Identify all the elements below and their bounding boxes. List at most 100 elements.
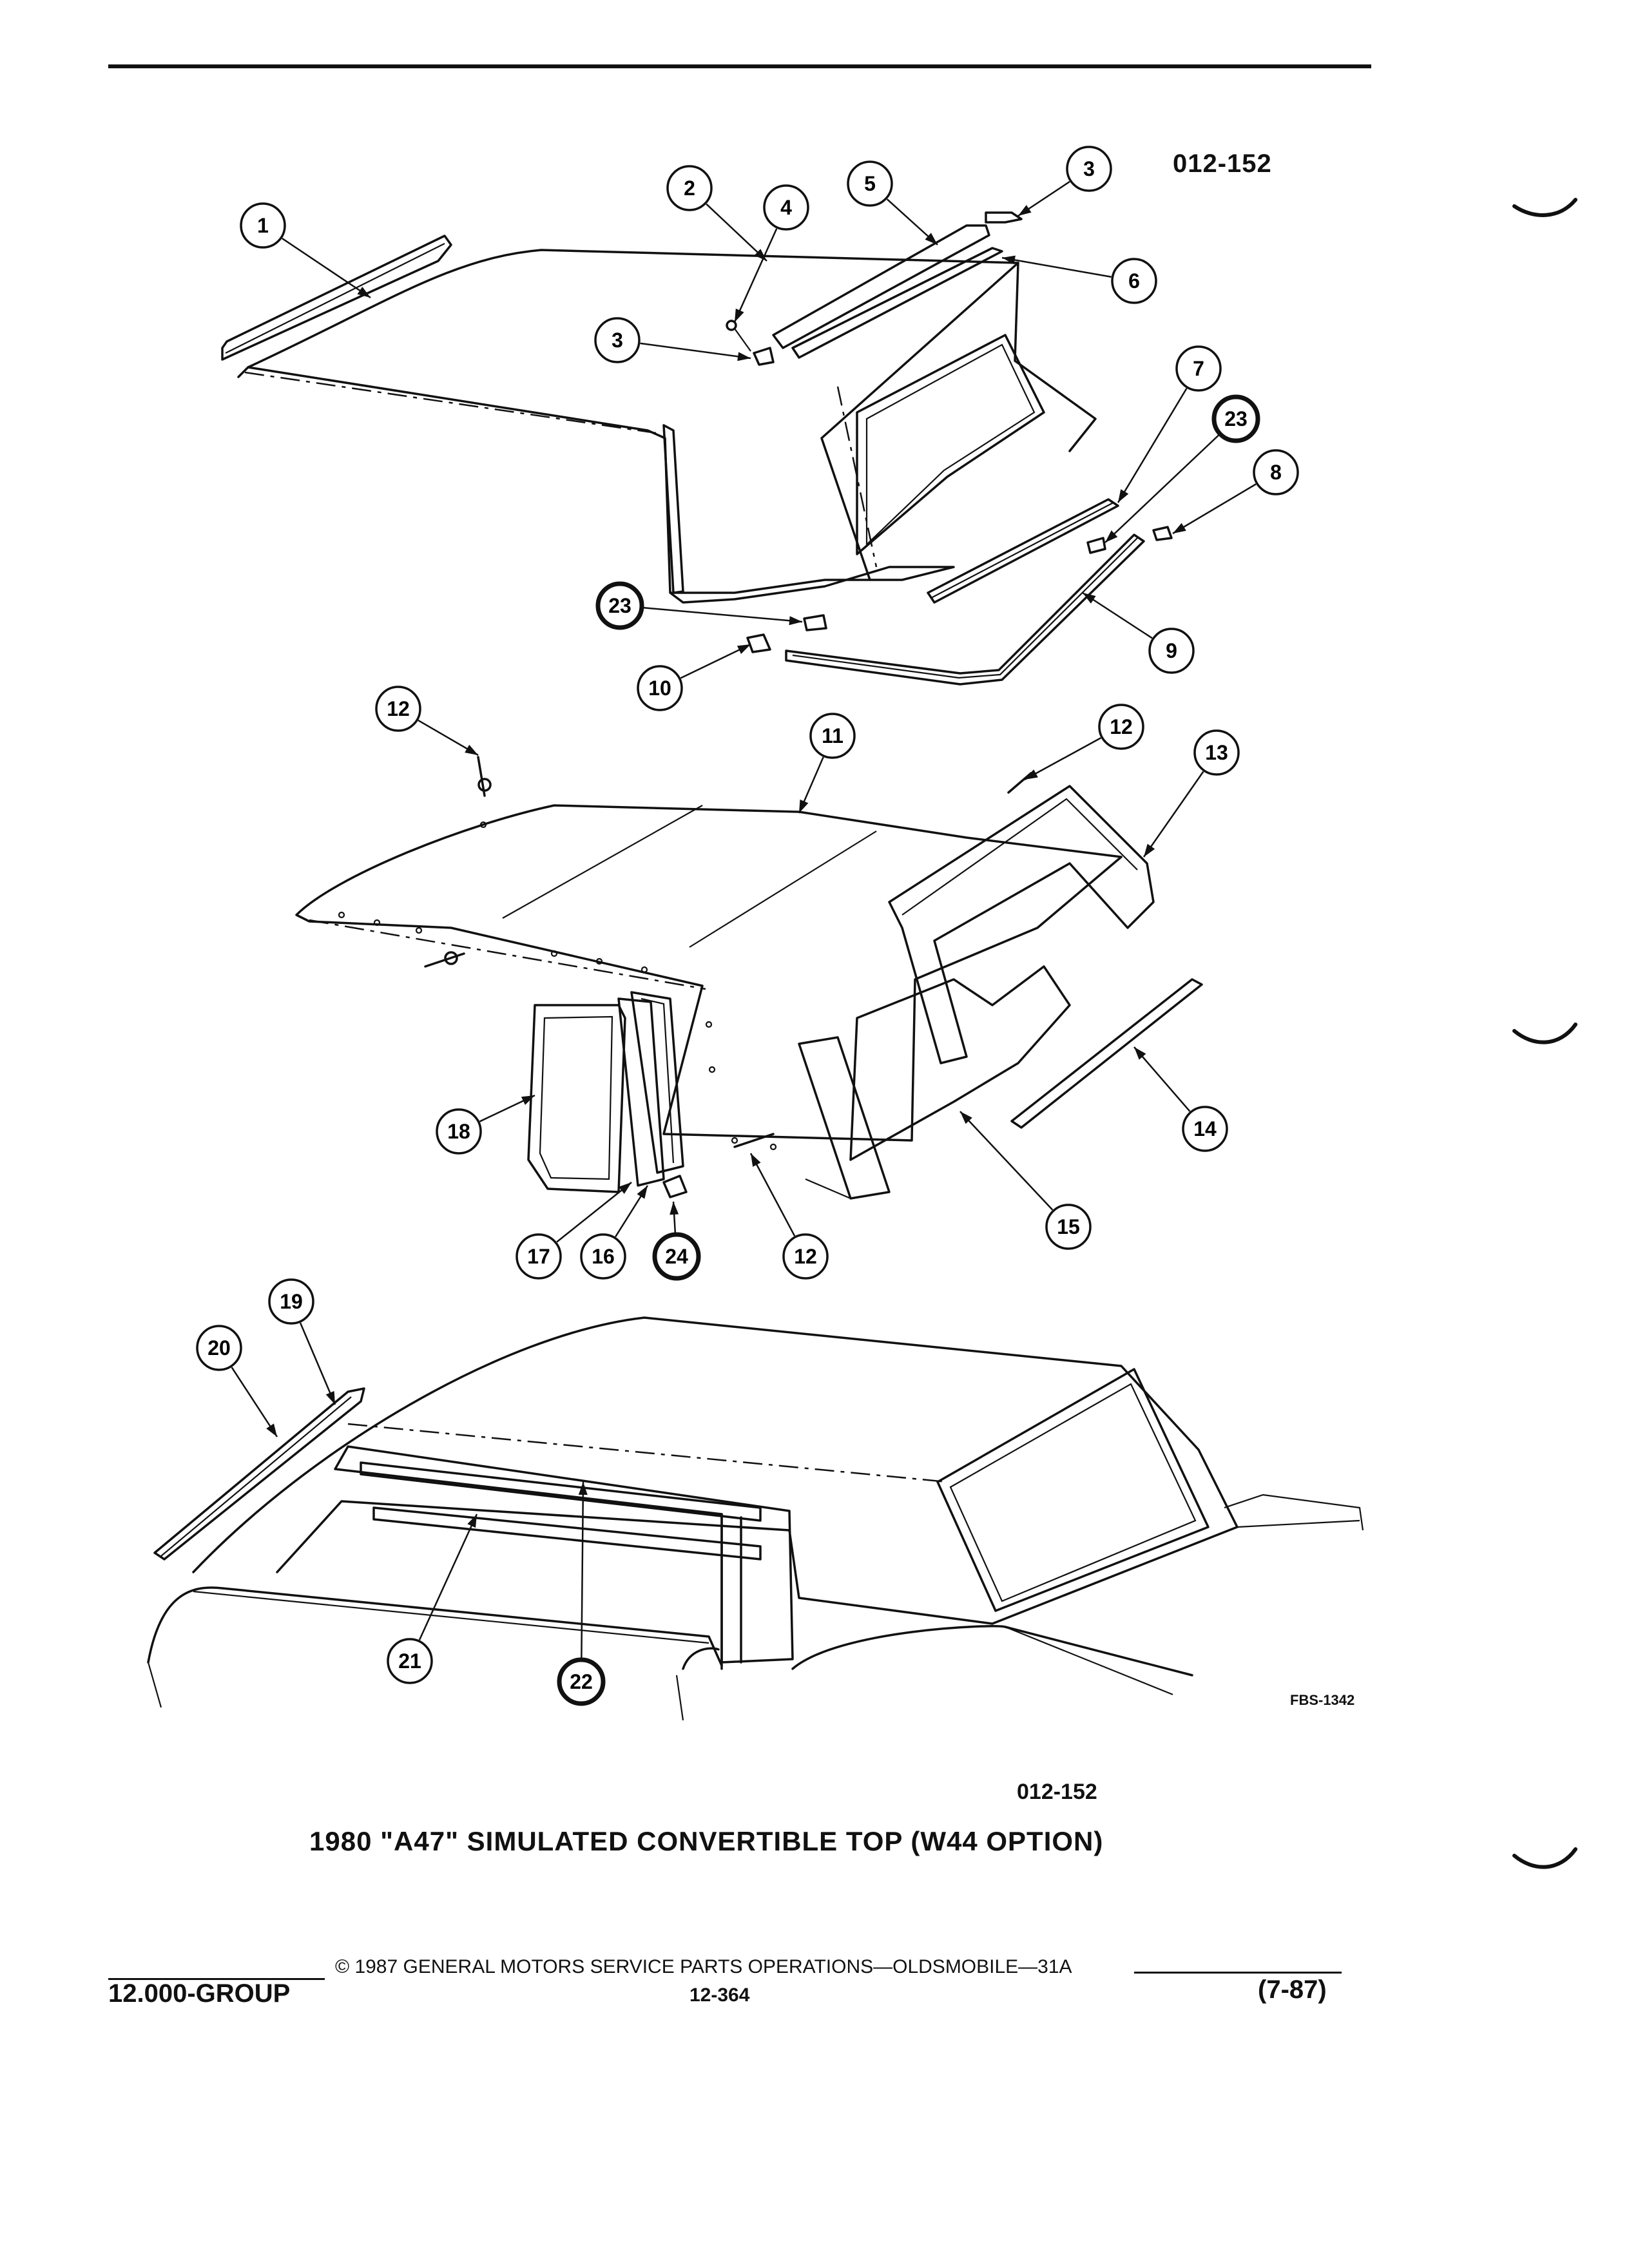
callout-circle xyxy=(782,1233,829,1280)
callout-arrowhead xyxy=(751,1153,761,1167)
top-cover-assembly xyxy=(221,211,1173,686)
callout-5: 5 xyxy=(847,160,938,245)
callout-circle xyxy=(1045,1204,1092,1250)
vehicle-body-belt-line xyxy=(147,1586,723,1667)
callout-9: 23 xyxy=(1104,394,1260,543)
callout-number: 8 xyxy=(1270,461,1282,484)
callout-6: 3 xyxy=(594,317,751,363)
callout-leader xyxy=(1117,388,1188,503)
part-molding-upper xyxy=(772,224,990,349)
callout-22: 16 xyxy=(580,1185,649,1280)
part-weatherstrip xyxy=(927,498,1119,604)
callout-number: 23 xyxy=(1224,407,1248,430)
part-window-molding-22 xyxy=(360,1461,762,1522)
callout-circle xyxy=(580,1233,626,1280)
part-filler-strip xyxy=(1010,978,1203,1129)
callout-1: 1 xyxy=(240,202,371,299)
callout-21: 17 xyxy=(516,1182,632,1280)
part-quarter-seal xyxy=(630,991,684,1174)
callout-leader xyxy=(642,606,803,623)
callout-arrowhead xyxy=(960,1111,972,1124)
callout-13: 10 xyxy=(637,643,751,711)
callout-arrowhead xyxy=(1025,769,1038,780)
callout-number: 2 xyxy=(684,177,695,200)
callout-24: 12 xyxy=(749,1153,829,1280)
callout-leader xyxy=(418,1514,478,1640)
callout-26: 20 xyxy=(196,1325,278,1437)
callout-leader xyxy=(640,342,751,360)
callout-number: 5 xyxy=(864,172,876,195)
callout-leader xyxy=(1001,256,1112,278)
callout-leader xyxy=(1024,737,1102,781)
callout-arrowhead xyxy=(578,1482,588,1495)
part-clip-23-upper xyxy=(1086,537,1106,554)
callout-arrowhead xyxy=(1144,843,1155,857)
callout-leader xyxy=(1133,1046,1191,1112)
callout-circle xyxy=(268,1278,314,1325)
callout-17: 13 xyxy=(1142,729,1240,858)
callout-arrowhead xyxy=(266,1423,277,1437)
footer-rule-left xyxy=(108,1978,325,1980)
callout-number: 12 xyxy=(1110,715,1133,738)
callout-15: 11 xyxy=(798,713,856,814)
callout-circle xyxy=(847,160,893,207)
part-clip-23-lower xyxy=(803,614,827,631)
vehicle-roof-outline xyxy=(192,1316,1239,1625)
part-screw-12-right xyxy=(1007,772,1032,794)
part-roof-rail-19-20 xyxy=(153,1387,365,1561)
callout-arrowhead xyxy=(1173,523,1186,533)
callout-arrowhead xyxy=(637,1186,648,1199)
callout-leader xyxy=(1142,771,1204,858)
callout-arrowhead xyxy=(1083,593,1096,604)
callout-circle xyxy=(594,317,641,363)
callout-arrowhead xyxy=(1018,205,1032,216)
callout-number: 19 xyxy=(280,1290,303,1313)
part-rear-molding xyxy=(785,533,1145,686)
callout-number: 7 xyxy=(1193,357,1204,380)
margin-marks xyxy=(1512,198,1577,1869)
callout-14: 12 xyxy=(375,686,479,756)
callout-arrowhead xyxy=(925,233,938,245)
callout-4: 4 xyxy=(733,184,809,323)
callout-circle xyxy=(196,1325,242,1371)
callout-arrowhead xyxy=(465,744,478,755)
part-roof-rail-molding xyxy=(221,235,452,361)
callout-arrowhead xyxy=(1105,530,1118,543)
figure-caption: 1980 "A47" SIMULATED CONVERTIBLE TOP (W4… xyxy=(309,1826,1104,1856)
callout-leader xyxy=(1104,434,1220,543)
callout-number: 21 xyxy=(398,1649,421,1673)
callout-leader xyxy=(749,1153,796,1236)
callout-leader xyxy=(282,238,371,299)
callout-19: 15 xyxy=(959,1111,1092,1250)
callout-arrowhead xyxy=(1118,489,1129,503)
part-clip-24 xyxy=(662,1175,688,1198)
callout-number: 22 xyxy=(570,1670,593,1693)
part-molding-lower xyxy=(791,247,1003,359)
callout-circle xyxy=(516,1233,562,1280)
callout-arrowhead xyxy=(799,799,809,813)
callout-number: 4 xyxy=(780,196,792,219)
part-clip-top xyxy=(985,211,1023,224)
figure-code: FBS-1342 xyxy=(1290,1692,1355,1708)
callout-3: 3 xyxy=(1017,146,1112,217)
part-top-pad xyxy=(295,804,1123,1142)
part-screw-12-top xyxy=(477,756,486,797)
callout-arrowhead xyxy=(467,1514,477,1528)
callout-circle xyxy=(1175,345,1222,392)
callout-number: 12 xyxy=(387,697,410,720)
callout-number: 12 xyxy=(794,1245,817,1268)
callout-circle xyxy=(809,713,856,759)
callout-circle xyxy=(1111,258,1157,304)
callout-number: 15 xyxy=(1057,1215,1080,1238)
part-top-cover xyxy=(237,366,955,604)
callout-circle xyxy=(240,202,286,249)
part-back-window-opening xyxy=(856,334,1045,555)
callout-27: 21 xyxy=(387,1514,478,1684)
callout-arrowhead xyxy=(521,1095,535,1105)
figure-id-bottom: 012-152 xyxy=(1017,1780,1097,1804)
callout-circle xyxy=(666,165,713,211)
callout-arrowhead xyxy=(737,644,751,654)
callout-arrowhead xyxy=(1002,255,1016,265)
callout-2: 2 xyxy=(666,165,767,262)
